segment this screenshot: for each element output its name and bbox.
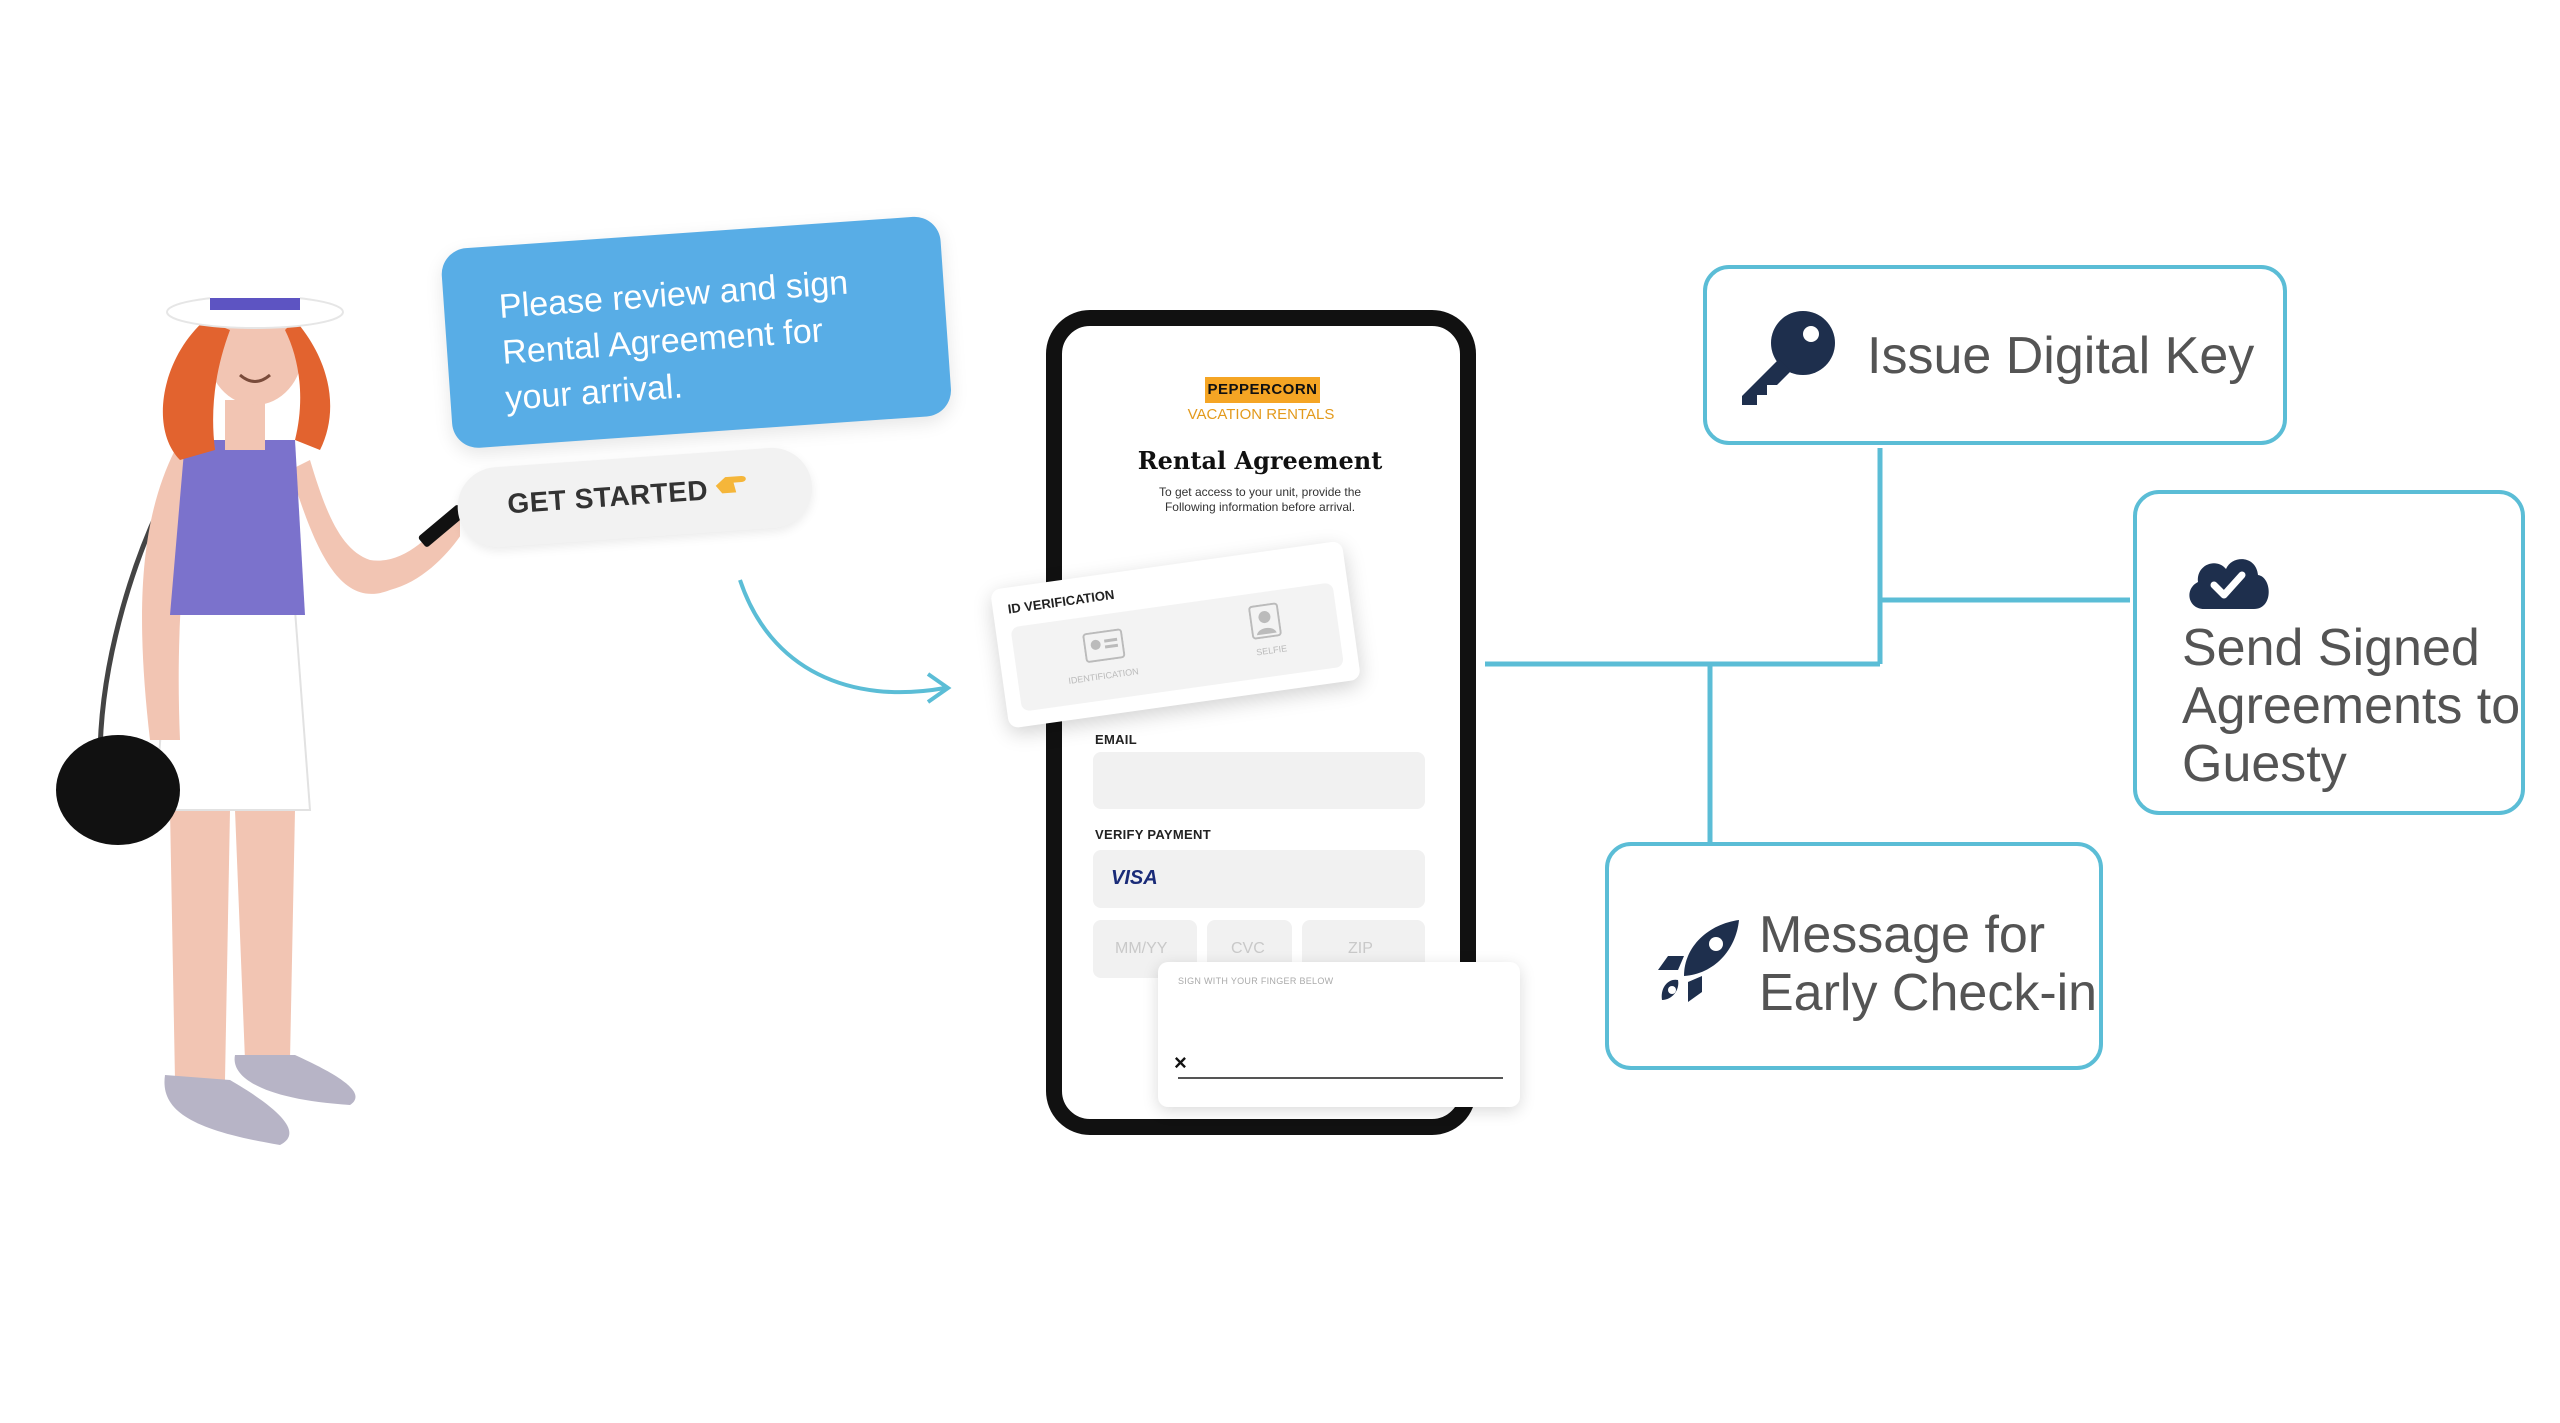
id-verification-label: ID VERIFICATION xyxy=(1006,586,1116,617)
signature-mark: × xyxy=(1174,1050,1187,1075)
brand-subtitle: VACATION RENTALS xyxy=(1187,406,1335,423)
node-issue-digital-key: Issue Digital Key xyxy=(1703,265,2287,445)
zip-placeholder: ZIP xyxy=(1348,940,1373,957)
expiry-placeholder: MM/YY xyxy=(1115,940,1168,957)
signature-line xyxy=(1178,1077,1503,1079)
node-early-checkin: Message for Early Check-in xyxy=(1605,842,2103,1070)
id-verification-options: IDENTIFICATION SELFIE xyxy=(1010,582,1345,712)
selfie-icon xyxy=(1248,602,1282,640)
signature-pad[interactable]: SIGN WITH YOUR FINGER BELOW × xyxy=(1158,962,1520,1107)
signature-instruction: SIGN WITH YOUR FINGER BELOW xyxy=(1178,976,1334,986)
cvc-placeholder: CVC xyxy=(1231,940,1265,957)
agreement-description: To get access to your unit, provide the … xyxy=(1158,485,1362,514)
get-started-button[interactable]: GET STARTED xyxy=(455,445,815,550)
card-number-field[interactable]: VISA xyxy=(1093,850,1425,908)
email-label: EMAIL xyxy=(1095,732,1137,747)
identification-label: IDENTIFICATION xyxy=(1067,666,1140,686)
id-card-icon xyxy=(1082,628,1126,663)
id-verification-card[interactable]: ID VERIFICATION IDENTIFICATION SELFIE xyxy=(990,540,1362,729)
agreement-title: Rental Agreement xyxy=(1137,446,1383,475)
selfie-label: SELFIE xyxy=(1255,643,1288,658)
key-icon xyxy=(1742,311,1835,405)
rocket-icon xyxy=(1658,920,1739,1002)
node-send-agreements: Send Signed Agreements to Guesty xyxy=(2133,490,2525,815)
visa-logo: VISA xyxy=(1111,867,1158,889)
brand-badge: PEPPERCORN xyxy=(1205,377,1320,403)
verify-payment-label: VERIFY PAYMENT xyxy=(1095,827,1211,842)
node-send-agreements-label: Send Signed Agreements to Guesty xyxy=(2182,619,2521,793)
cloud-check-icon xyxy=(2189,559,2269,609)
node-issue-digital-key-label: Issue Digital Key xyxy=(1867,327,2255,385)
node-early-checkin-label: Message for Early Check-in xyxy=(1759,906,2098,1022)
pointing-hand-icon xyxy=(715,476,746,494)
email-field[interactable] xyxy=(1093,752,1425,809)
curved-arrow xyxy=(738,579,952,704)
guest-illustration xyxy=(56,290,460,1145)
